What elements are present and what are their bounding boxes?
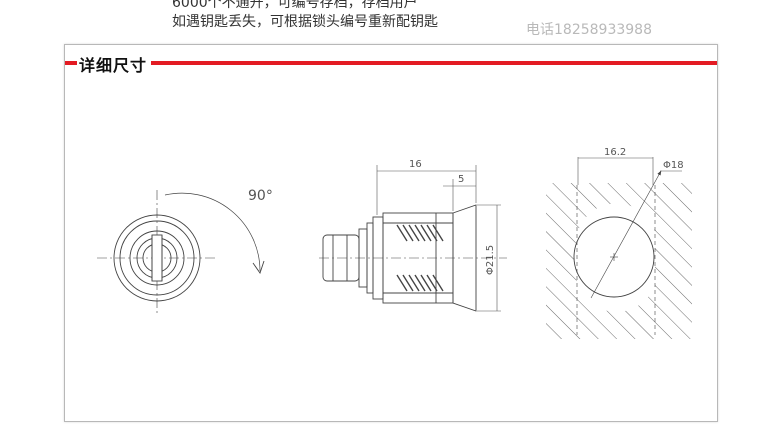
phone-number: 电话18258933988 [526,22,652,38]
section-header: 详细尺寸 [65,56,717,75]
cutout-view [546,157,692,339]
technical-drawing: 90° [97,147,692,339]
thread-marks [396,224,444,292]
description-line-1: 6000个不通开，可编号存档，存档用户 [172,0,418,11]
dimension-panel: 详细尺寸 90° [64,44,718,422]
side-dimensions [376,165,501,312]
front-view [97,190,265,315]
product-description: 6000个不通开，可编号存档，存档用户 如遇钥匙丢失，可根据锁头编号重新配钥匙 [172,0,512,32]
side-view [319,204,507,312]
length-dimension: 16 [409,159,422,170]
header-rule-right [151,61,717,65]
rotation-label: 90° [248,188,273,204]
header-rule-left [65,61,77,65]
diameter-dimension: Φ21.5 [485,245,496,275]
flange-dimension: 5 [458,174,464,185]
cutout-diameter-dimension: Φ18 [663,160,684,171]
cutout-width-dimension: 16.2 [604,147,626,158]
description-line-2: 如遇钥匙丢失，可根据锁头编号重新配钥匙 [172,14,438,30]
section-title: 详细尺寸 [79,56,148,75]
